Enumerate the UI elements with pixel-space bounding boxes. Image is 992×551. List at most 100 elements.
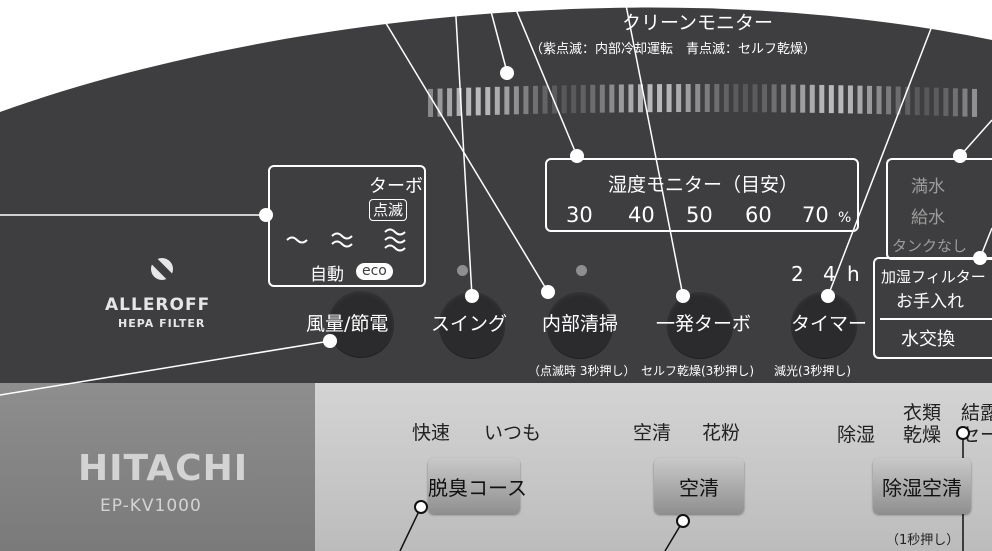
monitor-segment: [628, 84, 634, 113]
monitor-segment: [895, 86, 901, 115]
monitor-segment: [676, 84, 682, 113]
monitor-segment: [819, 84, 825, 113]
mode-dry: 乾燥: [903, 424, 942, 446]
dehum-clean-button[interactable]: 除湿空清: [873, 458, 971, 514]
water-supply: 給水: [911, 208, 945, 228]
humidity-unit: %: [838, 210, 852, 226]
filter-line2: お手入れ: [896, 292, 964, 312]
callout-dot-filter: [973, 251, 987, 265]
deodor-course-button[interactable]: 脱臭コース: [428, 458, 527, 514]
swing-button[interactable]: [439, 292, 505, 358]
clean-monitor-bar: [428, 84, 977, 117]
monitor-segment: [561, 85, 567, 114]
alleroff-label: ALLEROFF: [105, 295, 211, 315]
monitor-segment: [905, 86, 911, 115]
timer-h: h: [847, 262, 860, 286]
filter-care-box: [873, 257, 992, 359]
monitor-segment: [714, 84, 720, 113]
callout-dot-swing: [465, 289, 479, 303]
hepa-label: HEPA FILTER: [118, 317, 206, 330]
turbo-label-button: 一発ターボ: [656, 313, 752, 335]
filter-line3: 水交換: [901, 329, 955, 350]
monitor-segment: [637, 84, 643, 113]
monitor-segment: [800, 84, 806, 113]
monitor-segment: [924, 87, 930, 116]
humidity-value-50: 50: [686, 203, 713, 227]
clean-monitor-title: クリーンモニター: [622, 12, 774, 34]
monitor-segment: [609, 84, 615, 113]
monitor-segment: [952, 88, 958, 117]
monitor-segment: [552, 85, 558, 114]
swing-label: スイング: [431, 313, 508, 335]
monitor-segment: [437, 88, 443, 117]
air-clean-label: 空清: [679, 476, 719, 500]
monitor-segment: [580, 84, 586, 113]
monitor-segment: [933, 87, 939, 116]
timer-label: タイマー: [791, 313, 868, 335]
monitor-segment: [695, 84, 701, 113]
monitor-segment: [494, 86, 500, 115]
auto-label: 自動: [310, 265, 344, 285]
monitor-segment: [771, 84, 777, 113]
callout-dot-fan-box: [259, 208, 273, 222]
monitor-segment: [571, 85, 577, 114]
humidity-value-30: 30: [566, 203, 593, 227]
monitor-segment: [723, 84, 729, 113]
mode-condensation: 結露: [961, 402, 992, 424]
dehum-clean-label: 除湿空清: [882, 476, 962, 500]
monitor-segment: [752, 84, 758, 113]
mode-dehum: 除湿: [837, 424, 876, 446]
internal-clean-label: 内部清掃: [542, 313, 619, 335]
monitor-segment: [542, 85, 548, 114]
filter-divider: [880, 318, 992, 320]
humidity-value-60: 60: [745, 203, 772, 227]
monitor-segment: [972, 88, 977, 117]
monitor-segment: [456, 87, 462, 116]
monitor-segment: [809, 84, 815, 113]
dark-panel: [0, 7, 992, 390]
monitor-segment: [685, 84, 691, 113]
air-clean-button[interactable]: 空清: [654, 458, 744, 514]
monitor-segment: [914, 87, 920, 116]
brand-panel: [0, 383, 315, 551]
monitor-segment: [513, 86, 519, 115]
swing-led: [457, 265, 468, 276]
callout-dot-monitor: [500, 66, 514, 80]
fan-power-button[interactable]: [328, 291, 394, 357]
monitor-segment: [886, 86, 892, 115]
callout-dot-timer: [821, 289, 835, 303]
monitor-segment: [962, 88, 968, 117]
fan-indicator-box: [268, 165, 426, 287]
clean-sub-label: （点滅時 3秒押し）: [528, 364, 636, 378]
monitor-segment: [590, 84, 596, 113]
wind-icon: [286, 228, 406, 252]
dehum-sub-label: （1秒押し）: [886, 533, 960, 548]
internal-clean-button[interactable]: [547, 292, 613, 358]
monitor-segment: [762, 84, 768, 113]
water-full: 満水: [911, 177, 945, 197]
monitor-segment: [599, 84, 605, 113]
humidity-value-70: 70: [802, 203, 829, 227]
monitor-segment: [867, 85, 873, 114]
callout-dot-water: [953, 149, 967, 163]
turbo-label: ターボ: [369, 176, 423, 197]
mode-pollen: 花粉: [702, 422, 741, 444]
turbo-button[interactable]: [667, 292, 733, 358]
alleroff-logo-icon: [150, 257, 174, 281]
humidity-value-40: 40: [628, 203, 655, 227]
timer-button[interactable]: [791, 292, 857, 358]
deodor-course-label: 脱臭コース: [428, 476, 527, 500]
monitor-segment: [466, 87, 472, 116]
timer-2h: 2: [791, 262, 804, 286]
mode-always: いつも: [484, 422, 542, 444]
eco-badge: eco: [356, 263, 393, 280]
monitor-segment: [475, 87, 481, 116]
monitor-segment: [838, 85, 844, 114]
monitor-segment: [447, 88, 453, 117]
model-number: EP-KV1000: [100, 496, 202, 516]
water-status-box: [886, 158, 992, 260]
fan-power-label: 風量/節電: [306, 313, 389, 335]
mode-fast: 快速: [412, 422, 451, 444]
humidity-monitor-box: [545, 158, 859, 232]
monitor-segment: [485, 87, 491, 116]
